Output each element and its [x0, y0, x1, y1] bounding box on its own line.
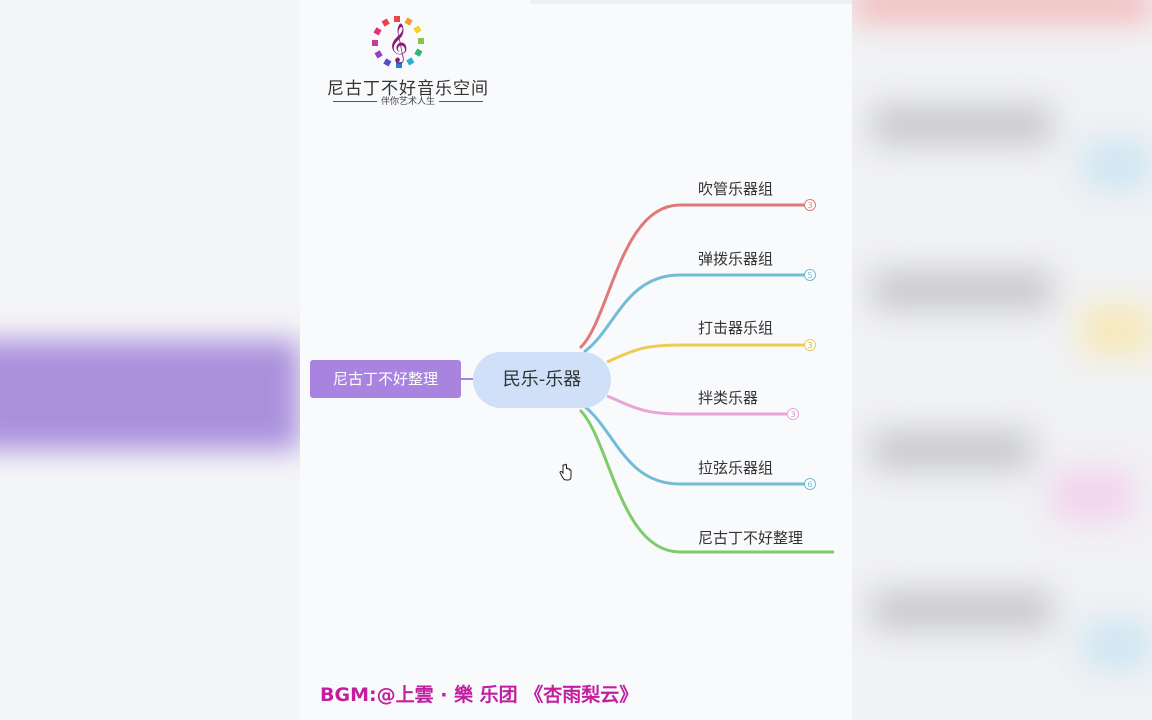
- root-side-node[interactable]: 尼古丁不好整理: [310, 360, 461, 398]
- connector-branch-3: [606, 343, 810, 364]
- branch-label-mixed[interactable]: 拌类乐器: [698, 389, 759, 407]
- logo-divider: [439, 101, 483, 102]
- branch-count-badge[interactable]: 3: [787, 408, 799, 420]
- central-topic[interactable]: 民乐-乐器: [473, 352, 611, 408]
- svg-text:𝄞: 𝄞: [388, 23, 408, 64]
- connector-branch-1: [578, 203, 810, 350]
- branch-count-badge[interactable]: 5: [804, 269, 816, 281]
- hand-cursor-icon: [559, 463, 572, 481]
- logo-title: 尼古丁不好音乐空间: [327, 79, 489, 99]
- blurred-right-panel: [852, 0, 1152, 720]
- branch-label-bowed[interactable]: 拉弦乐器组: [698, 459, 774, 477]
- branch-count-badge[interactable]: 6: [804, 478, 816, 490]
- logo-subtitle-row: 伴你艺术人生: [318, 94, 498, 107]
- mindmap-connectors: [461, 203, 834, 554]
- connector-branch-6: [578, 408, 834, 554]
- branch-label-credit[interactable]: 尼古丁不好整理: [698, 529, 804, 547]
- connector-branch-5: [583, 404, 810, 486]
- connector-branch-4: [606, 394, 793, 416]
- branch-label-percussion[interactable]: 打击器乐组: [698, 319, 774, 337]
- branch-label-wind[interactable]: 吹管乐器组: [698, 180, 774, 198]
- logo-divider: [332, 101, 377, 102]
- logo: 𝄞 尼古丁不好音乐空间 伴你艺术人生: [318, 14, 498, 107]
- blurred-purple-node: [0, 340, 300, 450]
- bgm-caption: BGM:@上雲 · 樂 乐团 《杏雨梨云》: [320, 684, 639, 706]
- top-strip: [530, 0, 852, 4]
- logo-subtitle: 伴你艺术人生: [380, 97, 435, 107]
- treble-clef-icon: 𝄞: [372, 16, 424, 68]
- branch-count-badge[interactable]: 3: [804, 199, 816, 211]
- branch-label-plucked[interactable]: 弹拨乐器组: [698, 250, 774, 268]
- branch-count-badge[interactable]: 3: [804, 339, 816, 351]
- connector-branch-2: [583, 273, 810, 354]
- blurred-left-panel: [0, 0, 300, 720]
